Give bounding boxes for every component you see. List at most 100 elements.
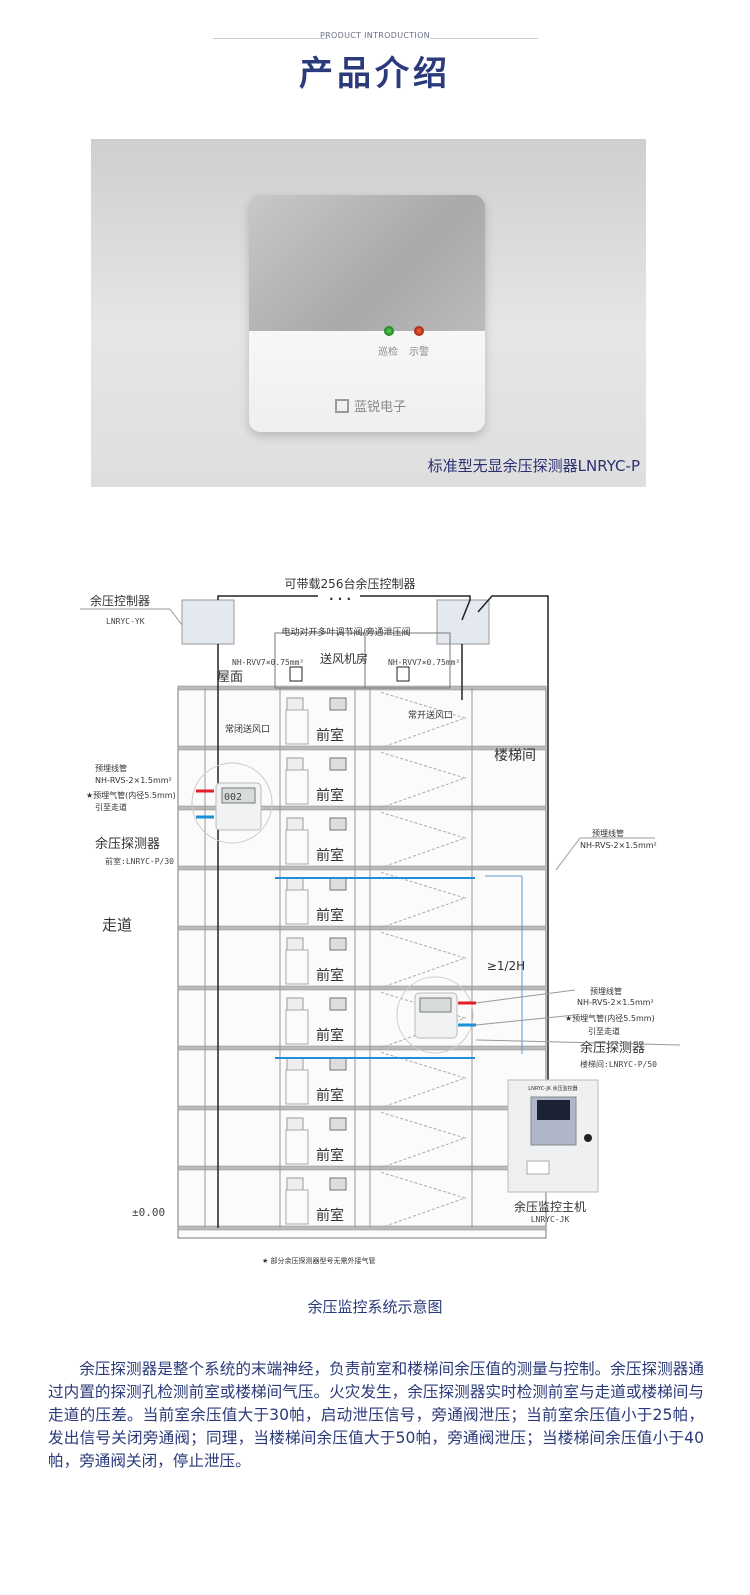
floor-sensor-icon (286, 1177, 304, 1191)
floor-slab (177, 805, 547, 811)
sensor-display-value: 002 (224, 792, 242, 803)
fan-icon (289, 666, 303, 682)
left-air-pipe: ★预埋气管(内径5.5mm) (86, 790, 176, 800)
controller-model: LNRYC-YK (106, 617, 145, 626)
stair-flight (379, 1171, 467, 1229)
sensor-display (419, 997, 452, 1013)
stair-flight (379, 811, 467, 869)
device-bottom-panel: 蓝锐电子 (249, 331, 485, 432)
footnote: ★ 部分余压探测器型号无需外接气管 (262, 1256, 376, 1265)
host-lock-icon (584, 1134, 592, 1142)
elevator-door (285, 769, 309, 805)
floor-slab (177, 1045, 547, 1051)
floor-sensor-icon (286, 757, 304, 771)
vent-icon (329, 997, 347, 1011)
floor-slab (177, 745, 547, 751)
host-screen (537, 1100, 570, 1120)
front-room-label: 前室 (316, 1207, 344, 1224)
header-subtitle: PRODUCT INTRODUCTION (320, 31, 430, 40)
floor-sensor-icon (286, 697, 304, 711)
right-sensor-model: 楼梯间:LNRYC-P/50 (580, 1059, 657, 1069)
open-vent-label: 常开送风口 (408, 709, 453, 721)
top-label: 可带载256台余压控制器 (285, 576, 416, 591)
left-conduit-label: 预埋线管 (95, 763, 127, 773)
elevator-door (285, 1129, 309, 1165)
leader-line (475, 1039, 681, 1046)
product-photo: 蓝锐电子 巡检 示警 标准型无显余压探测器LNRYC-P (91, 139, 646, 487)
vent-icon (329, 877, 347, 891)
product-caption: 标准型无显余压探测器LNRYC-P (427, 457, 640, 475)
corridor-label: 走道 (102, 916, 132, 934)
floor-sensor-icon (286, 997, 304, 1011)
elevator-door (285, 709, 309, 745)
page-title: 产品介绍 (299, 54, 451, 94)
header-divider-right (430, 38, 538, 39)
sensor-display (221, 787, 256, 804)
floor-sensor-icon (286, 817, 304, 831)
vent-icon (329, 1057, 347, 1071)
leader-line (475, 1014, 576, 1026)
right-conduit-label: 预埋线管 (592, 828, 624, 838)
brand-name: 蓝锐电子 (354, 400, 407, 415)
front-room-label: 前室 (316, 1147, 344, 1164)
building-outline (177, 687, 547, 1239)
controller-label: 余压控制器 (90, 593, 150, 608)
elevator-door (285, 1069, 309, 1105)
valve-label: 电动对开多叶调节阀/旁通泄压阀 (281, 626, 410, 638)
green-led-icon (384, 326, 394, 336)
front-room-label: 前室 (316, 727, 344, 744)
description-paragraph: 余压探测器是整个系统的末端神经，负责前室和楼梯间余压值的测量与控制。余压探测器通… (48, 1360, 704, 1470)
bus-line (360, 595, 471, 621)
front-room-label: 前室 (316, 967, 344, 984)
brand-logo: 蓝锐电子 (335, 396, 406, 415)
floor-sensor-icon (286, 1057, 304, 1071)
cable-left: NH-RVV7×0.75mm² (232, 658, 304, 667)
fan-icon (396, 666, 410, 682)
host-printer (526, 1160, 550, 1175)
front-room-label: 前室 (316, 1087, 344, 1104)
floor-slab (177, 925, 547, 931)
dots-label: · · · (329, 592, 351, 606)
cable-right: NH-RVV7×0.75mm² (388, 658, 460, 667)
controller-left (181, 599, 235, 645)
floor-slab (177, 1105, 547, 1111)
vent-icon (329, 1117, 347, 1131)
host-panel-title: LNRYC-JK 余压监控器 (528, 1085, 577, 1092)
floor-slab (177, 1165, 547, 1171)
floor-sensor-icon (286, 877, 304, 891)
vent-icon (329, 697, 347, 711)
ground-level-label: ±0.00 (132, 1206, 165, 1219)
stair-flight (379, 1051, 467, 1109)
stair-flight (379, 751, 467, 809)
elevator-door (285, 829, 309, 865)
height-rule-label: ≥1/2H (487, 959, 525, 973)
logo-icon (335, 398, 349, 413)
closed-vent-label: 常闭送风口 (225, 723, 270, 735)
elevator-door (285, 889, 309, 925)
floor-sensor-icon (286, 1117, 304, 1131)
header-divider-left (213, 38, 328, 39)
leader-line (475, 989, 576, 1004)
front-room-label: 前室 (316, 907, 344, 924)
vent-icon (329, 937, 347, 951)
front-room-label: 前室 (316, 787, 344, 804)
fan-room-outline (274, 632, 451, 689)
red-led-icon (414, 326, 424, 336)
front-room-label: 前室 (316, 1027, 344, 1044)
vent-icon (329, 1177, 347, 1191)
roof-label: 屋面 (217, 670, 243, 685)
floor-sensor-icon (286, 937, 304, 951)
floor-slab (177, 865, 547, 871)
vent-icon (329, 817, 347, 831)
right-sensor-air-pipe: ★预埋气管(内径5.5mm) (565, 1013, 655, 1023)
device-top-panel (249, 195, 485, 331)
right-sensor-air-pipe-to: 引至走道 (588, 1026, 620, 1036)
stair-flight (379, 1111, 467, 1169)
led-label-patrol: 巡检 (378, 347, 398, 358)
controller-right (436, 599, 490, 645)
stair-flight (379, 931, 467, 989)
left-sensor-model: 前室:LNRYC-P/30 (105, 856, 174, 866)
stair-flight (379, 691, 467, 749)
host-name: 余压监控主机 (514, 1199, 586, 1214)
